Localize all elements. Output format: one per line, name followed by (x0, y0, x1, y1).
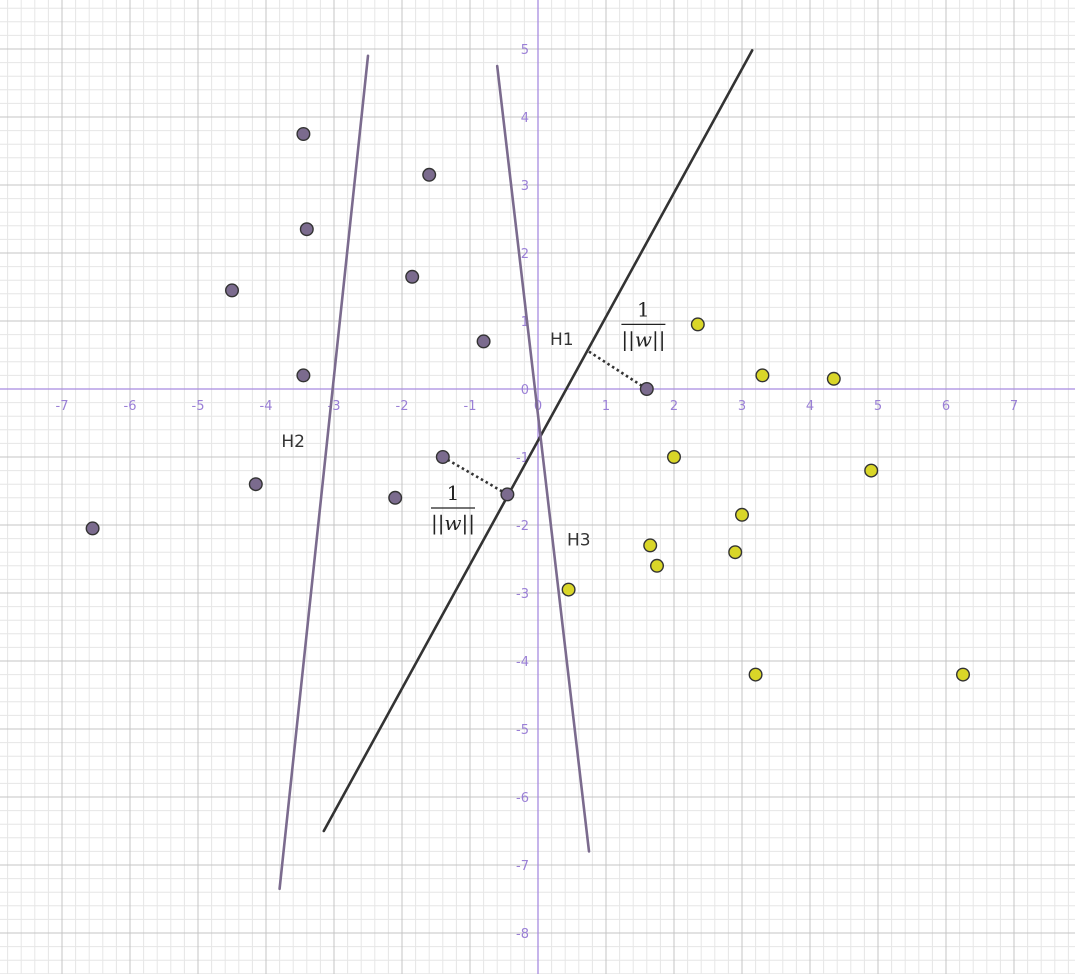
margin-segments (442, 350, 648, 496)
margin-annotations: 1 ||w|| 1 ||w|| (431, 297, 665, 536)
data-point-yellow (650, 558, 665, 573)
fraction-numerator: 1 (447, 481, 460, 505)
data-point-yellow (728, 545, 743, 560)
data-point-yellow (690, 317, 705, 332)
data-point-purple (476, 334, 491, 349)
data-point-purple (435, 450, 450, 465)
line-label-h1: H1 (550, 330, 574, 350)
line-label-h3: H3 (567, 530, 591, 550)
data-point-yellow (643, 538, 658, 553)
data-point-purple (296, 368, 311, 383)
data-point-purple (296, 126, 311, 141)
x-tick-label: 1 (602, 399, 610, 414)
data-point-yellow (735, 507, 750, 522)
fraction-denominator: ||w|| (431, 511, 475, 536)
data-point-purple (405, 269, 420, 284)
data-point-yellow (864, 463, 879, 478)
data-point-purple (639, 382, 654, 397)
x-tick-label: 3 (738, 399, 746, 414)
hyperplane-h1 (322, 49, 754, 833)
hyperplanes (278, 49, 754, 891)
x-tick-label: 4 (806, 399, 814, 414)
data-point-yellow (956, 667, 971, 682)
x-tick-label: -5 (192, 399, 205, 414)
x-tick-label: 2 (670, 399, 678, 414)
x-tick-label: 7 (1010, 399, 1018, 414)
margin-fraction: 1 ||w|| (431, 481, 475, 536)
y-tick-label: -3 (516, 587, 529, 602)
fraction-denominator: ||w|| (621, 327, 665, 352)
y-tick-label: -5 (516, 723, 529, 738)
data-points (85, 126, 971, 682)
data-point-yellow (561, 582, 576, 597)
y-tick-label: -2 (516, 519, 529, 534)
x-tick-label: 6 (942, 399, 950, 414)
x-tick-label: -4 (260, 399, 273, 414)
y-tick-label: -6 (516, 791, 529, 806)
y-tick-label: -4 (516, 655, 529, 670)
data-point-purple (299, 222, 314, 237)
y-tick-label: 1 (521, 315, 529, 330)
margin-distance-segment (588, 350, 648, 391)
line-label-h2: H2 (281, 432, 305, 452)
y-tick-label: 2 (521, 247, 529, 262)
data-point-purple (500, 487, 515, 502)
y-tick-label: 0 (521, 383, 529, 398)
x-tick-label: -1 (464, 399, 477, 414)
x-tick-label: 5 (874, 399, 882, 414)
data-point-yellow (667, 450, 682, 465)
data-point-purple (422, 167, 437, 182)
y-tick-label: 4 (521, 111, 529, 126)
y-tick-label: 5 (521, 43, 529, 58)
y-tick-label: -8 (516, 927, 529, 942)
y-tick-label: 3 (521, 179, 529, 194)
margin-fraction: 1 ||w|| (621, 297, 665, 352)
data-point-purple (388, 490, 403, 505)
margin-distance-segment (442, 455, 509, 496)
hyperplane-h3 (495, 64, 591, 853)
data-point-yellow (826, 371, 841, 386)
fraction-numerator: 1 (637, 297, 650, 321)
data-point-yellow (748, 667, 763, 682)
data-point-purple (248, 477, 263, 492)
data-point-purple (85, 521, 100, 536)
hyperplane-h2 (278, 54, 370, 891)
y-tick-label: -7 (516, 859, 529, 874)
x-tick-label: -2 (396, 399, 409, 414)
x-tick-label: -6 (124, 399, 137, 414)
data-point-purple (224, 283, 239, 298)
x-tick-label: -7 (56, 399, 69, 414)
data-point-yellow (755, 368, 770, 383)
